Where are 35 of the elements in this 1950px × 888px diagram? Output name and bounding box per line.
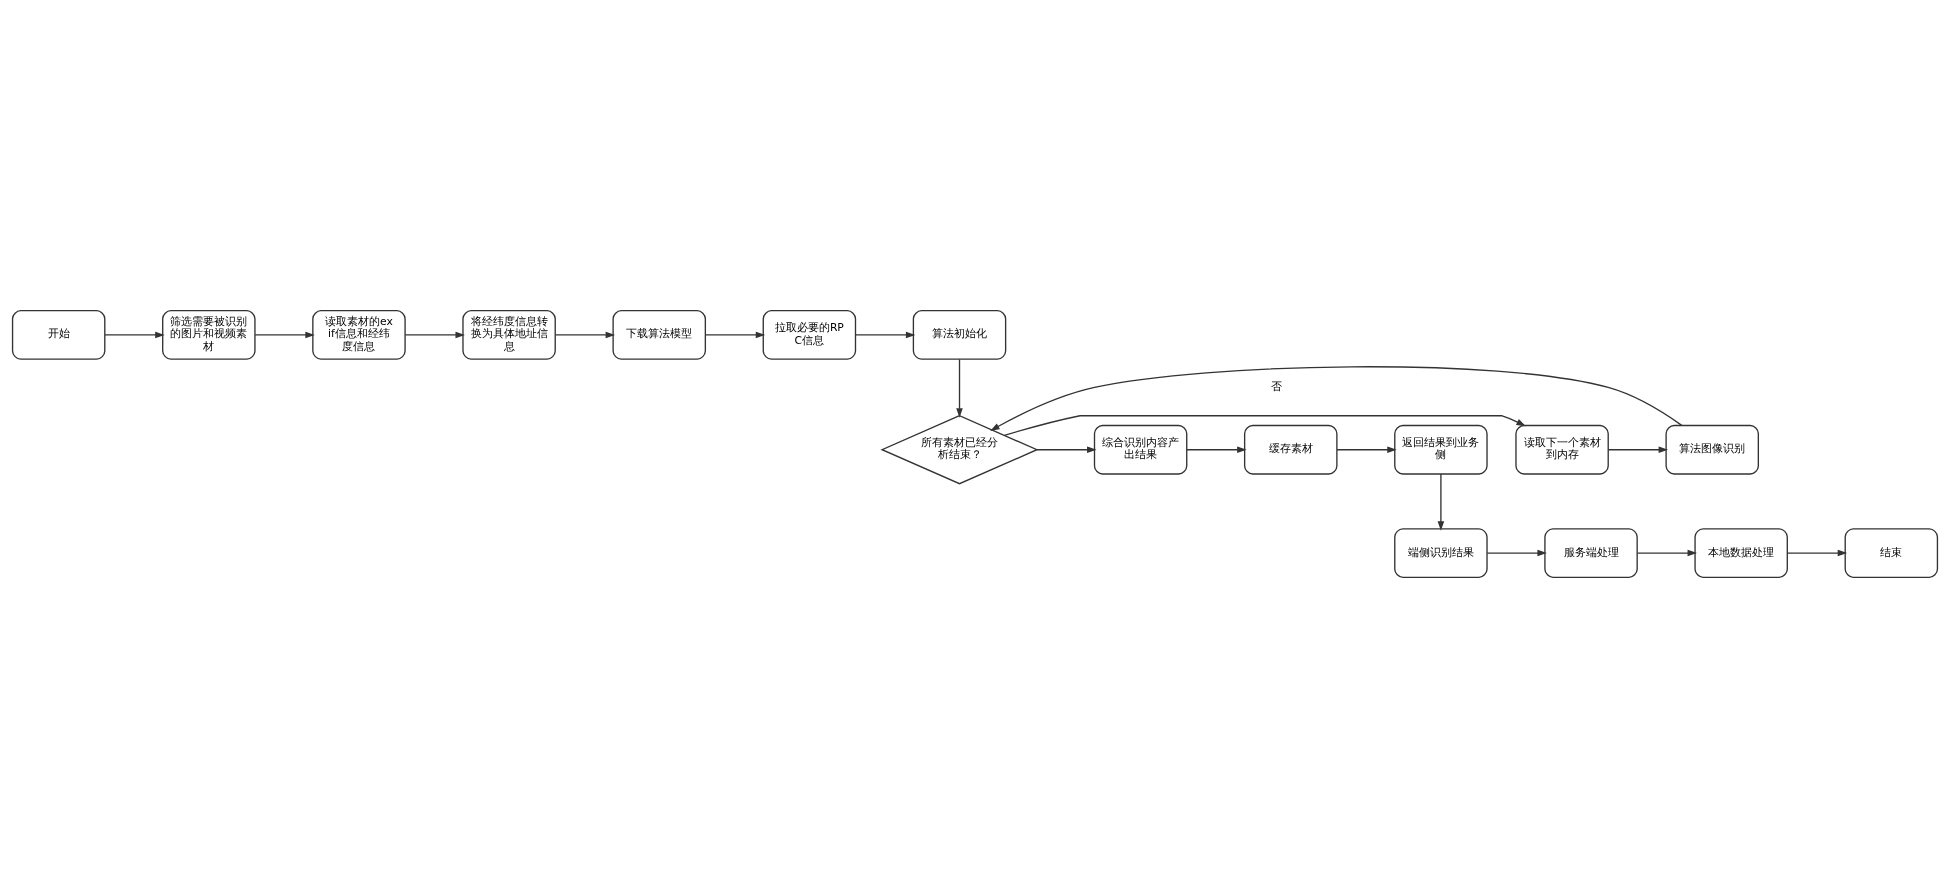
arrow <box>1636 549 1697 557</box>
arrow <box>1036 446 1097 454</box>
arrow <box>104 331 165 339</box>
node-box: 服务端处理 <box>1544 528 1638 578</box>
arrow <box>404 331 465 339</box>
arrow <box>1437 473 1445 531</box>
arrow <box>1186 446 1247 454</box>
arrow <box>1486 549 1547 557</box>
node-box: 结束 <box>1844 528 1939 578</box>
arrow <box>1336 446 1397 454</box>
arrow <box>554 331 616 339</box>
node-box: 综合识别内容产出结果 <box>1093 424 1188 475</box>
edge-label: 否 <box>1271 380 1283 393</box>
arrow <box>1607 446 1669 454</box>
node-box: 读取下一个素材到内存 <box>1515 424 1609 475</box>
arrow <box>1786 549 1848 557</box>
arrow <box>990 366 1683 431</box>
node-box: 读取素材的exif信息和经纬度信息 <box>312 310 406 360</box>
node-box: 返回结果到业务侧 <box>1394 424 1488 475</box>
arrow <box>254 331 315 339</box>
node-box: 端侧识别结果 <box>1394 528 1488 578</box>
node-box: 缓存素材 <box>1243 424 1338 475</box>
node-box: 开始 <box>11 310 106 360</box>
node-box: 算法图像识别 <box>1665 424 1760 475</box>
node-box: 拉取必要的RPC信息 <box>762 310 857 360</box>
arrow <box>956 358 963 418</box>
node-box: 算法初始化 <box>912 310 1007 360</box>
node-box: 下载算法模型 <box>612 310 707 360</box>
node-box: 将经纬度信息转换为具体地址信息 <box>462 310 556 360</box>
node-diamond: 所有素材已经分析结束？ <box>880 415 1039 485</box>
arrow <box>1003 415 1526 437</box>
arrow <box>855 331 916 339</box>
arrow <box>704 331 766 339</box>
node-box: 本地数据处理 <box>1694 528 1788 578</box>
node-box: 筛选需要被识别的图片和视频素材 <box>162 310 256 360</box>
